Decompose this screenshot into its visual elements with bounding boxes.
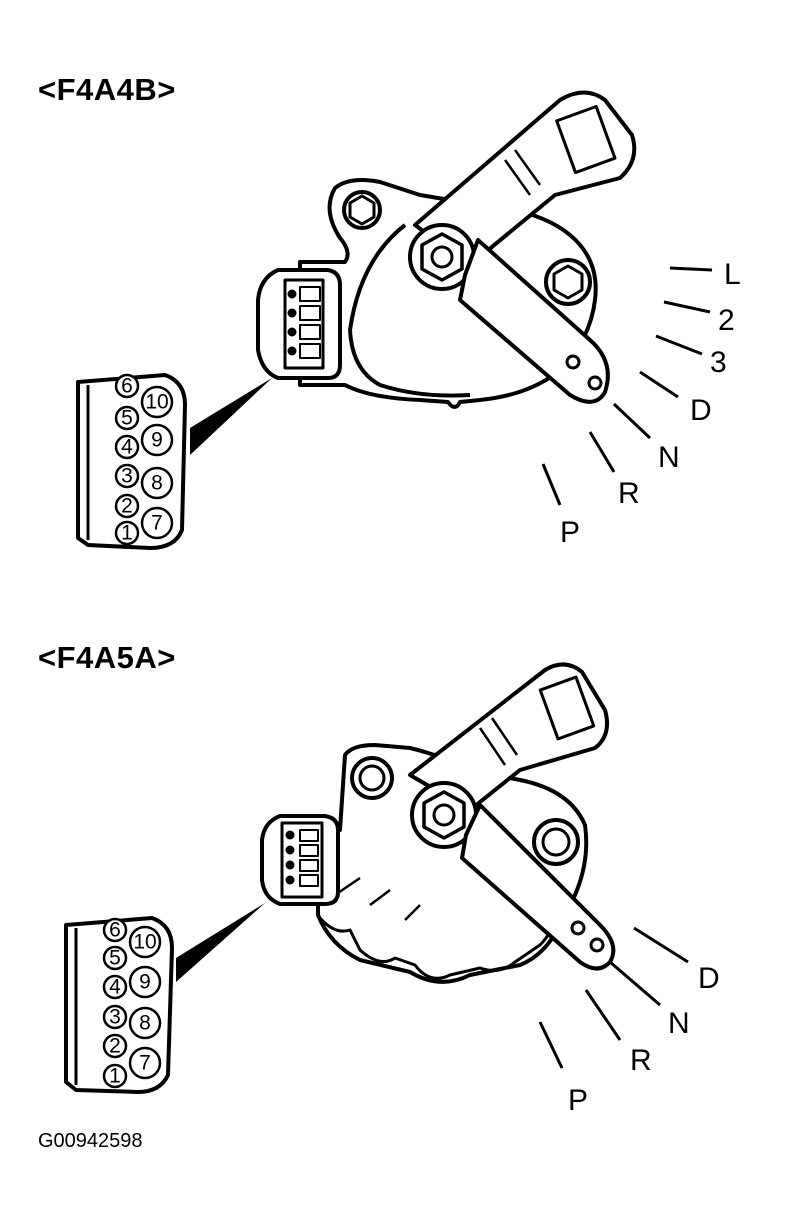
f4a5a-pin-10: 10 [133,931,156,954]
f4a4b-connector-body [256,268,342,380]
f4a4b-control-lever [458,238,610,404]
f4a5a-pin-9: 9 [139,971,151,994]
f4a5a-lever-slot [538,675,596,741]
f4a4b-pin-7: 7 [151,512,163,535]
f4a5a-pin-2: 2 [109,1035,121,1058]
f4a4b-position-ticks [541,266,713,506]
f4a4b-position-d: D [690,394,712,427]
f4a4b-lever-slot [555,105,617,175]
figure-id: G00942598 [38,1130,143,1152]
f4a5a-position-d: D [698,962,720,995]
f4a4b-pin-6: 6 [121,375,133,398]
f4a5a-switch [260,662,616,984]
f4a4b-position-3: 3 [710,346,727,379]
f4a4b-connector-pointer [190,378,272,455]
f4a5a-pin-7: 7 [139,1052,151,1075]
f4a4b-position-l: L [724,258,741,291]
f4a4b-pin-9: 9 [151,429,163,452]
f4a4b-position-p: P [560,516,580,549]
f4a4b-pin-3: 3 [121,465,133,488]
f4a5a-pin-8: 8 [139,1012,151,1035]
f4a5a-position-p: P [568,1084,588,1117]
f4a4b-pin-4: 4 [121,436,133,459]
f4a5a-scallop [318,914,554,980]
f4a5a-position-n: N [668,1007,690,1040]
f4a4b-pin-10: 10 [145,391,168,414]
f4a4b-pin-1: 1 [121,522,133,545]
f4a5a-position-ticks [538,926,689,1069]
f4a5a-pin-6: 6 [109,919,121,942]
f4a5a-right-bolt [532,818,580,866]
f4a5a-left-bolt [350,756,394,800]
f4a4b-pin-8: 8 [151,472,163,495]
f4a4b-pin-5: 5 [121,407,133,430]
f4a4b-position-n: N [658,441,680,474]
f4a4b-pin-2: 2 [121,495,133,518]
f4a5a-pin-3: 3 [109,1006,121,1029]
f4a5a-pin-5: 5 [109,947,121,970]
f4a5a-pin-4: 4 [109,976,121,999]
f4a5a-pin-1: 1 [109,1065,121,1088]
f4a5a-title: <F4A5A> [38,640,176,675]
f4a4b-connector-face: 6 10 5 9 4 3 8 2 7 1 [76,373,187,550]
f4a5a-connector-pointer [176,903,265,982]
f4a4b-position-r: R [618,477,640,510]
f4a4b-inner-arc [348,223,471,398]
f4a5a-connector-face: 6 10 5 9 4 3 8 2 7 1 [64,916,174,1094]
f4a4b-switch [256,90,637,409]
f4a4b-title: <F4A4B> [38,72,176,107]
f4a5a-housing [316,743,589,984]
f4a4b-position-2: 2 [718,304,735,337]
f4a5a-position-r: R [630,1044,652,1077]
f4a5a-upper-lever [408,662,609,812]
f4a4b-upper-lever [413,90,637,267]
